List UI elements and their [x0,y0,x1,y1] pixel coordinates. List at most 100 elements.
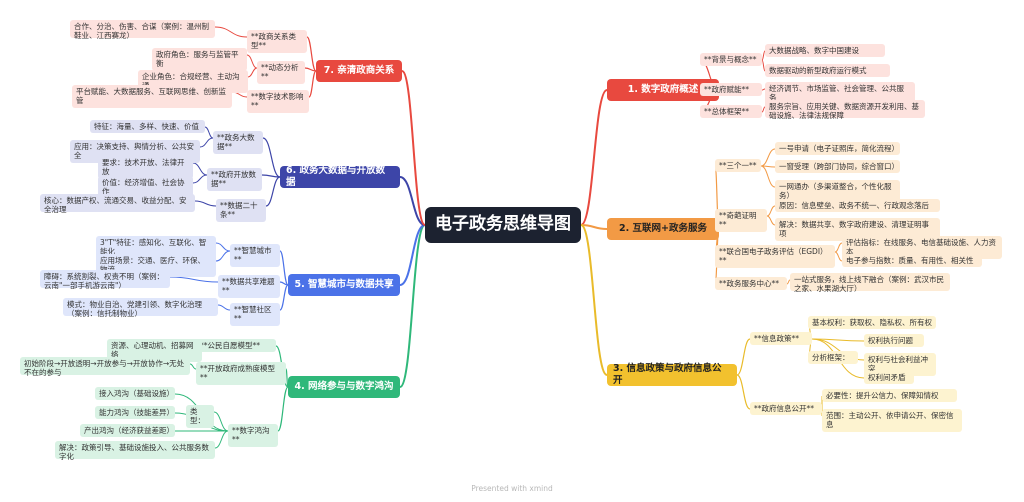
subtopic-3-2[interactable]: **政府信息公开** [750,402,822,416]
leaf-connector [169,276,219,283]
branch-topic-1[interactable]: 1. 数字政府概述 [607,79,719,101]
leaf-topic[interactable]: 权利与社会利益冲突 [864,353,936,376]
leaf-connector [761,59,766,72]
leaf-connector [766,215,776,226]
subtopic-connector [279,250,289,286]
leaf-topic[interactable]: 3"T"特征：感知化、互联化、智能化 [96,236,216,259]
leaf-topic[interactable]: 政府角色：服务与监管平衡 [152,48,247,71]
leaf-topic[interactable]: 解决：数据共享、数字政府建设、清理证明事项 [775,218,940,241]
subtopic-1-1[interactable]: **背景与概念** [700,53,762,67]
leaf-connector [204,126,214,139]
subtopic-connector [736,374,751,410]
branch-topic-6[interactable]: 6. 政务大数据与开放数据 [280,165,400,188]
subtopic-connector [308,70,317,98]
leaf-topic[interactable]: 经济调节、市场监管、社会管理、公共服务 [765,82,915,105]
leaf-topic[interactable]: 服务宗旨、应用关键、数据资源开发利用、基础设施、法律法规保障 [765,100,925,120]
leaf-topic[interactable]: 必要性：提升公信力、保障知情权 [822,389,957,403]
leaf-connector [192,162,208,176]
leaf-topic[interactable]: 模式：物业自治、党建引领、数字化治理（案例：信托制物业） [63,298,218,318]
subtopic-6-1[interactable]: **政务大数据** [213,131,263,154]
leaf-topic[interactable]: 原因：信息壁垒、政务不统一、行政观念落后 [775,199,940,213]
branch-connector-6 [399,176,426,226]
branch-topic-7[interactable]: 7. 亲清政商关系 [316,60,402,82]
subtopic-6-2[interactable]: **政府开放数据** [207,168,262,191]
branch-topic-5[interactable]: 5. 智慧城市与数据共享 [288,274,400,296]
watermark: Presented with xmind [471,484,553,493]
branch-connector-1 [580,89,608,226]
subtopic-4-2[interactable]: **开放政府成熟度模型** [196,362,286,385]
subtopic-connector [279,284,289,311]
leaf-topic[interactable]: 分析框架： [808,351,858,365]
leaf-topic[interactable]: 一窗受理（跨部门协同，综合窗口） [775,160,900,174]
leaf-connector [214,26,248,38]
branch-topic-3[interactable]: 3. 信息政策与政府信息公开 [607,363,737,386]
root-topic[interactable]: 电子政务思维导图 [425,207,581,243]
branch-connector-7 [401,70,426,226]
leaf-connector [189,363,197,370]
subtopic-connector [265,176,281,207]
leaf-topic[interactable]: 评估指标：在线服务、电信基础设施、人力资本 [842,236,1002,259]
leaf-topic[interactable]: 基本权利：获取权、隐私权、所有权 [808,316,936,330]
leaf-connector [247,67,258,78]
leaf-topic[interactable]: 初始阶段→开放透明→开放参与→开放协作→无处不在的参与 [20,357,190,377]
branch-topic-4[interactable]: 4. 网络参与与数字鸿沟 [288,376,400,398]
subtopic-3-1[interactable]: **信息政策** [750,332,812,346]
subtopic-5-3[interactable]: **智慧社区** [230,303,280,326]
leaf-connector [760,148,776,167]
leaf-topic[interactable]: 特征：海量、多样、快速、价值 [90,120,205,134]
subtopic-7-3[interactable]: **数字技术影响** [247,90,309,113]
leaf-connector [217,304,231,311]
subtopic-4-3[interactable]: **数字鸿沟** [228,424,278,447]
subtopic-1-2[interactable]: **政府赋能** [700,83,762,97]
subtopic-connector [306,36,317,72]
subtopic-5-1[interactable]: **智慧城市** [230,244,280,267]
leaf-topic[interactable]: 能力鸿沟（技能差异） [95,406,175,420]
leaf-topic[interactable]: 权利执行问题 [864,334,924,348]
leaf-connector [786,279,791,285]
leaf-topic[interactable]: 资源、心理动机、招募网络 [107,339,202,362]
subtopic-2-4[interactable]: **政务服务中心** [715,277,787,291]
leaf-topic[interactable]: 价值：经济增值、社会协作 [98,176,193,199]
leaf-topic[interactable]: 接入鸿沟（基础设施） [95,387,175,401]
leaf-topic[interactable]: 权利间矛盾 [864,371,914,385]
subtopic-7-1[interactable]: **政商关系类型** [247,30,307,53]
leaf-connector [215,242,231,252]
subtopic-2-1[interactable]: **三个一** [715,159,761,173]
subtopic-6-3[interactable]: **数据二十条** [216,199,266,222]
subtopic-connector [262,137,281,178]
leaf-connector [214,430,229,449]
leaf-topic[interactable]: 平台赋能、大数据服务、互联网思维、创新监管 [72,85,232,108]
leaf-topic[interactable]: 一号申请（电子证照库，简化流程） [775,142,900,156]
leaf-connector [231,91,248,98]
leaf-topic[interactable]: 大数据战略、数字中国建设 [765,44,885,58]
leaf-topic[interactable]: 类型： [186,405,214,428]
leaf-topic[interactable]: 合作、分治、伤害、合谋（案例：温州制鞋业、江西赛龙） [70,20,215,40]
subtopic-connector [304,67,317,72]
leaf-connector [199,137,214,148]
leaf-topic[interactable]: 范围：主动公开、依申请公开、保密信息 [822,409,962,432]
leaf-connector [766,205,776,217]
subtopic-5-2[interactable]: **数据共享难题** [218,275,280,298]
leaf-connector [192,174,208,184]
leaf-topic[interactable]: 一网通办（多渠道整合，个性化服务） [775,180,900,203]
leaf-topic[interactable]: 要求：技术开放、法律开放 [98,156,193,179]
branch-connector-2 [580,224,608,230]
subtopic-2-3[interactable]: **联合国电子政务评估（EGDI）** [715,245,835,268]
leaf-topic[interactable]: 解决：政策引导、基础设施投入、公共服务数字化 [55,441,215,461]
subtopic-4-1[interactable]: **公民自愿模型** [196,339,276,353]
leaf-connector [834,242,843,253]
leaf-topic[interactable]: 电子参与指数：质量、有用性、相关性 [842,254,982,268]
leaf-topic[interactable]: 数据驱动的新型政府运行模式 [765,64,890,78]
subtopic-2-2[interactable]: **奇葩证明** [715,209,767,232]
leaf-topic[interactable]: 产出鸿沟（经济获益差距） [80,424,175,438]
branch-topic-2[interactable]: 2. 互联网+政务服务 [607,218,719,240]
leaf-topic[interactable]: 核心：数据产权、流通交易、收益分配、安全治理 [40,194,195,214]
leaf-topic[interactable]: 一站式服务，线上线下融合（案例：武汉市民之家、水果湖大厅） [790,273,950,293]
leaf-topic[interactable]: 障碍：系统割裂、权责不明（案例：云南"一部手机游云南"） [40,270,170,290]
leaf-connector [246,54,258,69]
subtopic-1-3[interactable]: **总体框架** [700,105,762,119]
subtopic-7-2[interactable]: **动态分析** [257,61,305,84]
subtopic-connector [261,174,281,178]
